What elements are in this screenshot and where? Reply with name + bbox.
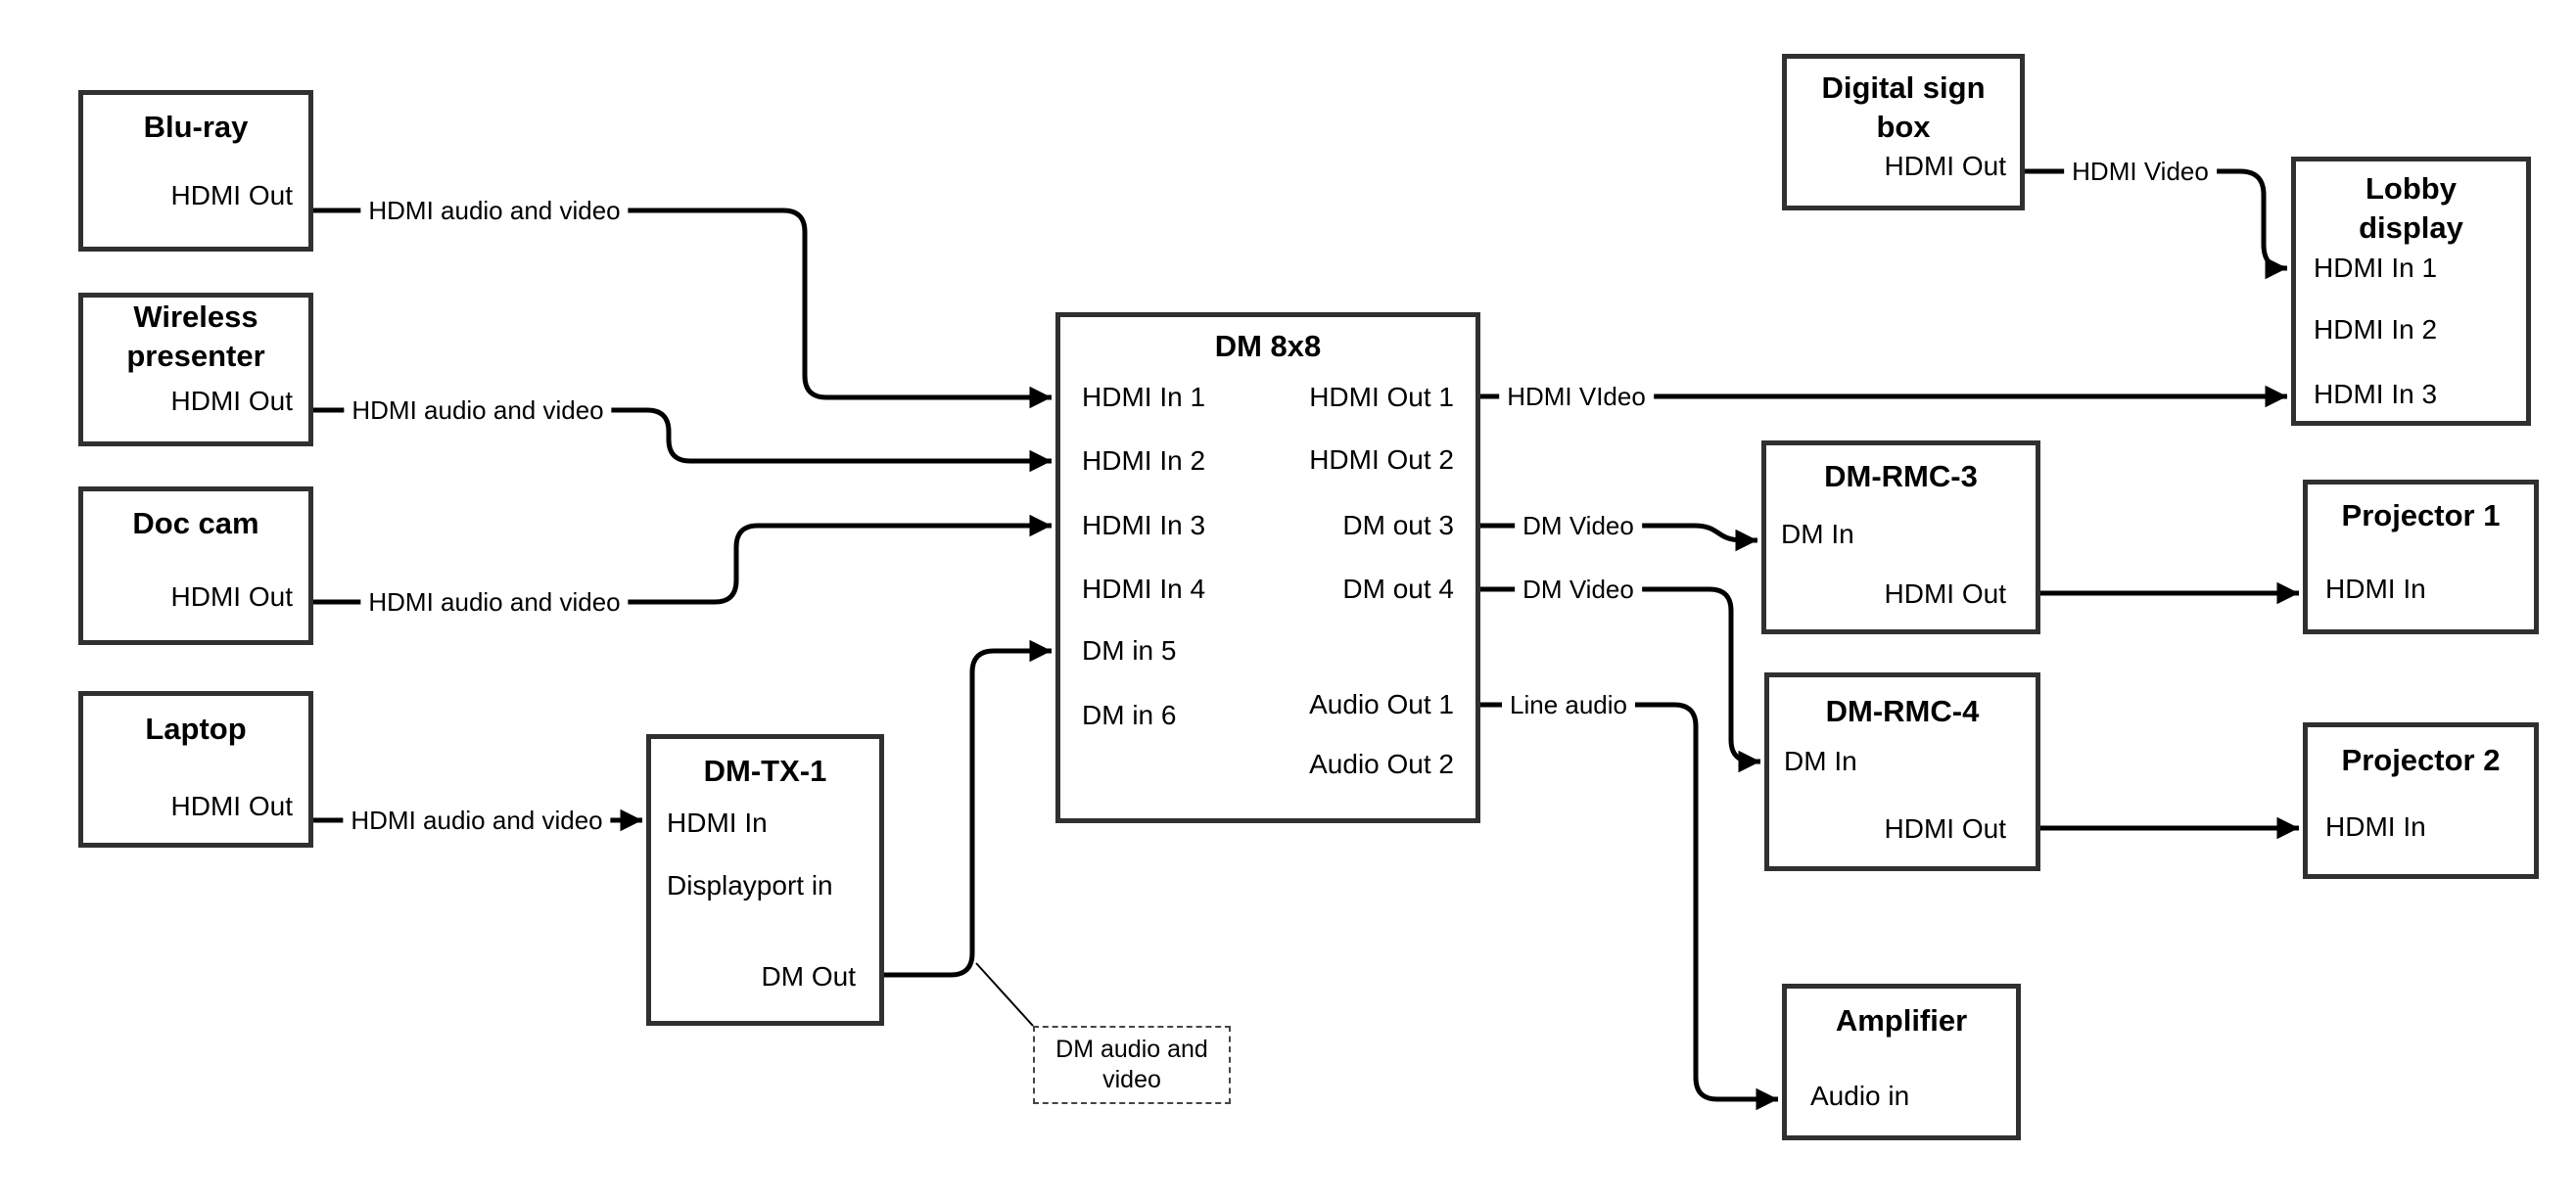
- port-displayport-in: Displayport in: [667, 870, 833, 901]
- edge-label-hdmi-out-1: HDMI VIdeo: [1499, 381, 1654, 412]
- edge-label-bluray: HDMI audio and video: [360, 195, 629, 226]
- port-dm-in-5: DM in 5: [1082, 635, 1177, 666]
- port-audio-out-1: Audio Out 1: [1309, 689, 1454, 719]
- port-hdmi-in-2: HDMI In 2: [2314, 314, 2438, 345]
- port-hdmi-in-3: HDMI In 3: [2314, 379, 2438, 409]
- node-title: DM-RMC-4: [1825, 694, 1980, 728]
- port-hdmi-in-1: HDMI In 1: [1082, 382, 1206, 412]
- port-dm-out: DM Out: [761, 961, 856, 992]
- node-title: DM-RMC-3: [1824, 459, 1978, 493]
- port-hdmi-out: HDMI Out: [1884, 151, 2006, 181]
- port-hdmi-out-2: HDMI Out 2: [1309, 444, 1454, 475]
- node-digital-sign-box: Digital sign box HDMI Out: [1782, 54, 2025, 210]
- note-text: DM audio and video: [1055, 1036, 1208, 1093]
- node-dm-rmc-4: DM-RMC-4 DM In HDMI Out: [1764, 672, 2040, 871]
- port-hdmi-out-1: HDMI Out 1: [1309, 382, 1454, 412]
- node-dm-rmc-3: DM-RMC-3 DM In HDMI Out: [1761, 440, 2040, 634]
- port-dm-out-3: DM out 3: [1342, 510, 1454, 540]
- edge-dm8x8-out4-to-dmrmc4: [1480, 586, 1760, 773]
- note-pointer-line: [975, 962, 1034, 1027]
- port-audio-in: Audio in: [1810, 1081, 1910, 1111]
- port-hdmi-out: HDMI Out: [1884, 813, 2006, 844]
- port-hdmi-out: HDMI Out: [1884, 578, 2006, 609]
- edge-dm8x8-aout1-to-amplifier: [1480, 702, 1778, 1111]
- node-title: Laptop: [145, 712, 247, 746]
- node-title: Projector 2: [2341, 743, 2501, 777]
- node-title: Doc cam: [132, 506, 259, 540]
- port-hdmi-in: HDMI In: [667, 808, 768, 838]
- node-title: Amplifier: [1835, 1003, 1968, 1038]
- edge-digitalsign-to-lobby-in1: [2025, 168, 2287, 280]
- port-hdmi-out: HDMI Out: [170, 791, 293, 821]
- port-hdmi-out: HDMI Out: [170, 386, 293, 416]
- edge-label-dm-out-4: DM Video: [1515, 574, 1642, 605]
- edge-label-audio-out-1: Line audio: [1502, 689, 1635, 720]
- node-title: Wireless presenter: [126, 300, 265, 373]
- port-hdmi-in: HDMI In: [2325, 574, 2426, 604]
- port-hdmi-in: HDMI In: [2325, 811, 2426, 842]
- note-dm-audio-and-video: DM audio and video: [1033, 1026, 1231, 1104]
- node-laptop: Laptop HDMI Out: [78, 691, 313, 848]
- port-dm-out-4: DM out 4: [1342, 574, 1454, 604]
- port-hdmi-out: HDMI Out: [170, 581, 293, 612]
- port-hdmi-out: HDMI Out: [170, 180, 293, 210]
- port-dm-in-6: DM in 6: [1082, 700, 1177, 730]
- port-hdmi-in-1: HDMI In 1: [2314, 253, 2438, 283]
- edge-label-wireless: HDMI audio and video: [344, 394, 612, 426]
- port-hdmi-in-3: HDMI In 3: [1082, 510, 1206, 540]
- node-title: DM-TX-1: [703, 754, 827, 788]
- edge-wireless-to-dm8x8-in2: [313, 407, 1052, 473]
- edge-bluray-to-dm8x8-in1: [313, 208, 1052, 409]
- node-projector-2: Projector 2 HDMI In: [2303, 722, 2539, 879]
- node-wireless-presenter: Wireless presenter HDMI Out: [78, 293, 313, 446]
- port-hdmi-in-4: HDMI In 4: [1082, 574, 1206, 604]
- port-dm-in: DM In: [1784, 746, 1857, 776]
- node-projector-1: Projector 1 HDMI In: [2303, 480, 2539, 634]
- node-dm-tx-1: DM-TX-1 HDMI In Displayport in DM Out: [646, 734, 884, 1026]
- node-blu-ray: Blu-ray HDMI Out: [78, 90, 313, 252]
- port-dm-in: DM In: [1781, 519, 1854, 549]
- port-hdmi-in-2: HDMI In 2: [1082, 445, 1206, 476]
- edge-label-dm-out-3: DM Video: [1515, 510, 1642, 541]
- edge-label-digitalsign: HDMI Video: [2064, 156, 2217, 187]
- node-lobby-display: Lobby display HDMI In 1 HDMI In 2 HDMI I…: [2291, 157, 2531, 426]
- node-title: DM 8x8: [1214, 329, 1322, 363]
- node-dm-8x8: DM 8x8 HDMI In 1 HDMI In 2 HDMI In 3 HDM…: [1055, 312, 1480, 823]
- edge-label-doccam: HDMI audio and video: [360, 586, 629, 618]
- edge-dm8x8-out3-to-dmrmc3: [1480, 523, 1757, 552]
- edge-label-laptop: HDMI audio and video: [343, 805, 611, 836]
- node-title: Lobby display: [2359, 171, 2463, 245]
- node-title: Projector 1: [2341, 498, 2501, 532]
- node-doc-cam: Doc cam HDMI Out: [78, 486, 313, 645]
- edge-doccam-to-dm8x8-in3: [313, 514, 1052, 605]
- node-title: Blu-ray: [143, 110, 249, 144]
- node-title: Digital sign box: [1821, 70, 1986, 144]
- edge-dmtx1-to-dm8x8-in5: [884, 639, 1052, 978]
- port-audio-out-2: Audio Out 2: [1309, 749, 1454, 779]
- node-amplifier: Amplifier Audio in: [1782, 984, 2021, 1140]
